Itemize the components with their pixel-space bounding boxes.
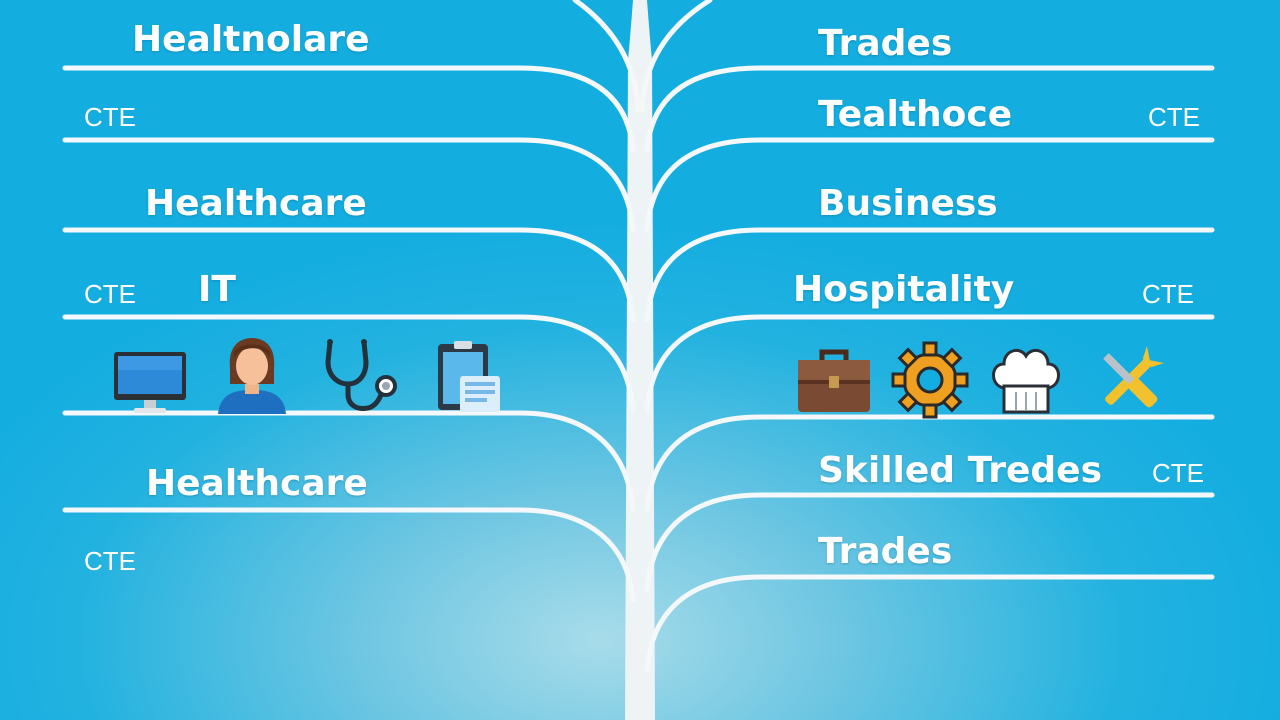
- right-tag-1: CTE: [1148, 102, 1200, 132]
- branch-left-4: [62, 314, 636, 413]
- right-tag-3: CTE: [1152, 458, 1204, 488]
- branch-left-1: [62, 65, 636, 153]
- person-avatar-icon: [218, 338, 286, 414]
- right-title-3: Business: [818, 183, 998, 224]
- stethoscope-icon: [325, 339, 397, 411]
- left-tag-2: CTE: [84, 279, 136, 309]
- right-title-1: Trades: [818, 23, 953, 64]
- chef-hat-icon: [992, 348, 1060, 414]
- gear-icon: [891, 341, 969, 419]
- branch-left-5: [62, 410, 636, 513]
- right-title-4: Hospitality: [793, 269, 1015, 310]
- branch-left-3: [62, 227, 636, 323]
- left-title-4: Healthcare: [146, 463, 368, 504]
- right-title-5: Skilled Tredes: [818, 450, 1102, 491]
- branch-right-1: [644, 65, 1215, 153]
- branch-right-5: [644, 414, 1215, 513]
- briefcase-icon: [798, 349, 870, 412]
- branch-right-6: [644, 492, 1215, 593]
- left-tag-1: CTE: [84, 102, 136, 132]
- branch-right-3: [644, 227, 1215, 323]
- branch-left-2: [62, 137, 636, 233]
- left-title-1: Healtnolare: [132, 19, 370, 60]
- right-title-2: Tealthoce: [818, 94, 1013, 135]
- wrench-screwdriver-icon: [1103, 346, 1164, 408]
- computer-monitor-icon: [114, 352, 186, 413]
- right-title-6: Trades: [818, 531, 953, 572]
- clipboard-icon: [438, 341, 500, 412]
- branch-left-6: [62, 507, 636, 603]
- left-title-3: IT: [198, 269, 236, 310]
- branch-top-right: [639, 0, 713, 113]
- right-tag-2: CTE: [1142, 279, 1194, 309]
- branch-right-2: [644, 137, 1215, 233]
- branch-right-4: [644, 314, 1215, 413]
- left-tag-3: CTE: [84, 546, 136, 576]
- left-title-2: Healthcare: [145, 183, 367, 224]
- branch-right-7: [644, 574, 1215, 673]
- tree-trunk: [625, 0, 655, 720]
- branch-top-left: [572, 0, 641, 113]
